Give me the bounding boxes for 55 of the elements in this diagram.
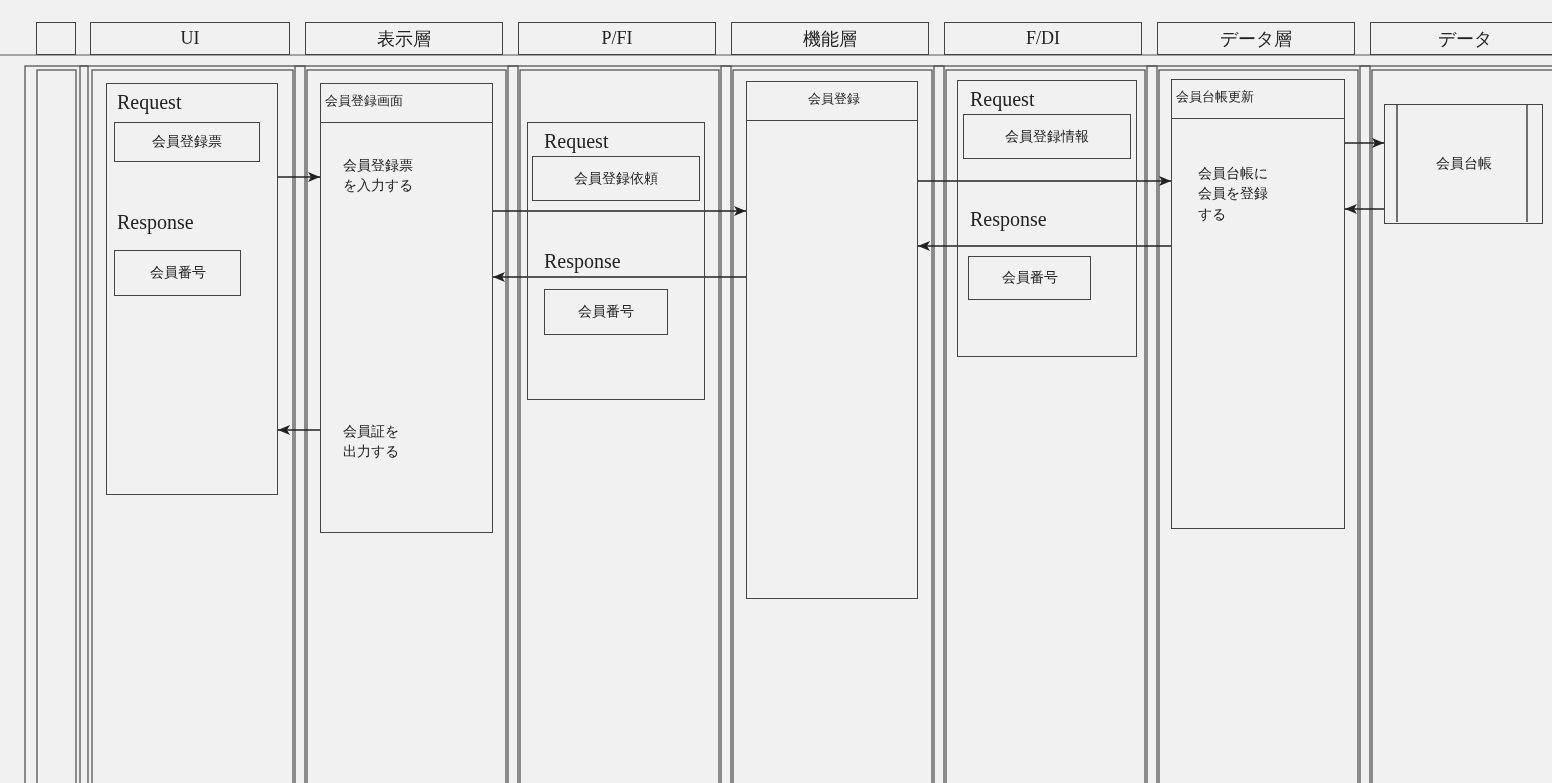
box-header: 会員台帳更新 <box>1172 80 1344 119</box>
step-text: 会員登録票を入力する <box>343 157 414 196</box>
data-item-box <box>968 256 1091 300</box>
message-label: Request <box>970 87 1035 112</box>
header-label: 会員登録依頼 <box>574 169 658 188</box>
message-label: Response <box>970 207 1047 232</box>
lane-header <box>1157 22 1355 55</box>
data-store <box>1384 104 1543 224</box>
lane-header <box>1370 22 1552 55</box>
step-text: 会員証を出力する <box>343 423 400 462</box>
arrow <box>1344 204 1385 214</box>
arrow <box>1344 138 1385 148</box>
header-label: データ層 <box>1220 27 1292 51</box>
data-item-box <box>544 289 668 335</box>
store-label: 会員台帳 <box>1435 155 1492 173</box>
lane-header <box>731 22 929 55</box>
message-label: Response <box>117 210 194 235</box>
header-label: データ <box>1438 27 1492 51</box>
message-label: Request <box>117 90 182 115</box>
header-label: 表示層 <box>377 27 431 51</box>
process-box <box>746 81 918 599</box>
header-label: UI <box>180 28 200 49</box>
message-box <box>957 80 1137 357</box>
header-label: 会員番号 <box>149 264 206 282</box>
arrow <box>277 425 321 435</box>
lane-header <box>944 22 1142 55</box>
lane-header <box>518 22 716 55</box>
arrow <box>492 272 747 282</box>
data-item-box <box>963 114 1131 159</box>
step-text: 会員台帳に会員を登録する <box>1198 165 1269 224</box>
header-label: 会員登録票 <box>152 133 222 151</box>
box-header: 会員登録 <box>747 82 917 121</box>
header-label: F/DI <box>1026 28 1060 49</box>
lane-header <box>305 22 503 55</box>
data-item-box <box>114 250 241 296</box>
message-box <box>527 122 705 400</box>
data-item-box <box>114 122 260 162</box>
lane-header <box>36 22 76 55</box>
box-header: 会員登録画面 <box>321 84 492 123</box>
header-label: 機能層 <box>803 27 857 51</box>
arrow <box>917 241 1172 251</box>
arrow <box>492 206 747 216</box>
header-label: 会員番号 <box>578 303 634 321</box>
message-box <box>106 83 278 495</box>
arrow <box>917 176 1172 186</box>
header-label: 会員番号 <box>1001 269 1058 287</box>
data-item-box <box>532 156 700 201</box>
process-box <box>320 83 493 533</box>
header-label: P/FI <box>601 28 633 49</box>
header-label: 会員登録情報 <box>1005 127 1089 146</box>
message-label: Request <box>544 129 609 154</box>
arrow <box>277 172 321 182</box>
lane-header <box>90 22 290 55</box>
message-label: Response <box>544 249 621 274</box>
process-box <box>1171 79 1345 529</box>
